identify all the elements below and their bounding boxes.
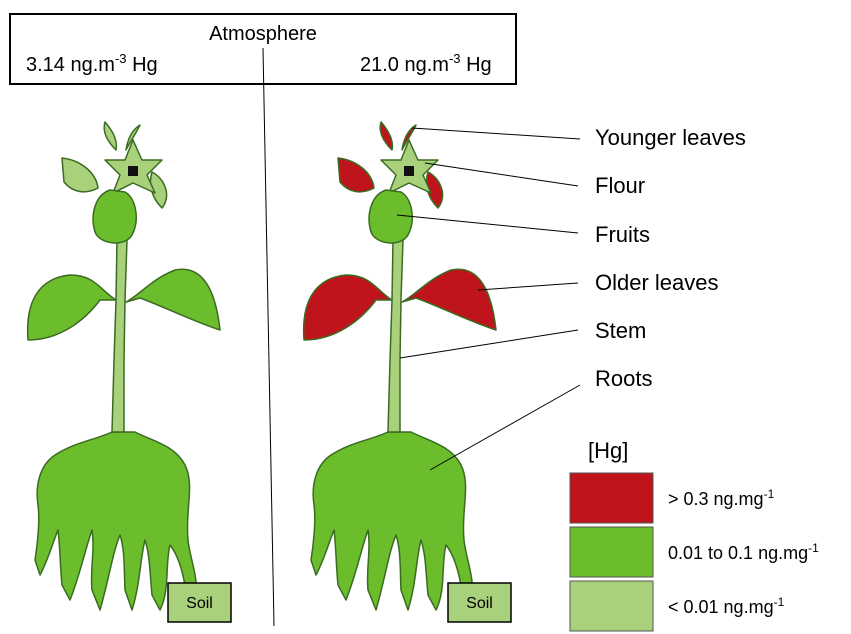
younger-leaf-a-control bbox=[104, 122, 116, 150]
soil-left-label: Soil bbox=[186, 595, 213, 612]
older-leaf-left-exposed bbox=[304, 275, 392, 340]
plant-exposed bbox=[304, 122, 496, 610]
leader-older-leaves bbox=[478, 283, 578, 290]
atmosphere-left-value: 3.14 ng.m-3 Hg bbox=[26, 51, 158, 76]
fruit-exposed bbox=[369, 190, 412, 243]
legend: [Hg] > 0.3 ng.mg-1 0.01 to 0.1 ng.mg-1 <… bbox=[570, 438, 819, 631]
younger-leaf-c-exposed bbox=[338, 158, 374, 192]
legend-label-high: > 0.3 ng.mg-1 bbox=[668, 487, 775, 509]
legend-label-low: < 0.01 ng.mg-1 bbox=[668, 595, 785, 617]
label-flour: Flour bbox=[595, 173, 645, 198]
younger-leaf-c-control bbox=[62, 158, 98, 192]
label-older-leaves: Older leaves bbox=[595, 270, 719, 295]
legend-label-medium: 0.01 to 0.1 ng.mg-1 bbox=[668, 541, 819, 563]
soil-right-label: Soil bbox=[466, 595, 493, 612]
older-leaf-right-control bbox=[126, 269, 220, 330]
part-labels: Younger leaves Flour Fruits Older leaves… bbox=[595, 125, 746, 391]
label-roots: Roots bbox=[595, 366, 652, 391]
legend-title: [Hg] bbox=[588, 438, 628, 463]
atmosphere-title: Atmosphere bbox=[209, 23, 317, 45]
legend-swatch-medium bbox=[570, 527, 653, 577]
divider-line bbox=[263, 48, 274, 626]
atmosphere-right-value: 21.0 ng.m-3 Hg bbox=[360, 51, 492, 76]
older-leaf-left-control bbox=[28, 275, 116, 340]
older-leaf-right-exposed bbox=[402, 269, 496, 330]
younger-leaf-a-exposed bbox=[380, 122, 392, 150]
soil-right: Soil bbox=[448, 583, 511, 622]
label-stem: Stem bbox=[595, 318, 646, 343]
legend-swatch-high bbox=[570, 473, 653, 523]
leader-stem bbox=[400, 330, 578, 358]
stem-exposed bbox=[388, 240, 403, 432]
leader-flour bbox=[425, 163, 578, 186]
label-fruits: Fruits bbox=[595, 222, 650, 247]
legend-swatch-low bbox=[570, 581, 653, 631]
label-younger-leaves: Younger leaves bbox=[595, 125, 746, 150]
soil-left: Soil bbox=[168, 583, 231, 622]
leader-fruits bbox=[397, 215, 578, 233]
stem-control bbox=[112, 240, 127, 432]
fruit-control bbox=[93, 190, 136, 243]
leader-younger-leaves bbox=[412, 128, 580, 139]
plant-control bbox=[28, 122, 220, 610]
leader-roots bbox=[430, 385, 580, 470]
